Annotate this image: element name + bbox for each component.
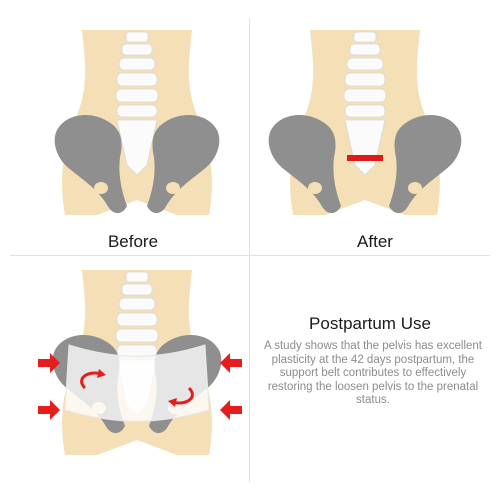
info-title: Postpartum Use <box>309 314 431 333</box>
support-belt <box>64 344 210 422</box>
postpartum-illustration <box>52 270 222 455</box>
info-body: A study shows that the pelvis has excell… <box>264 340 482 407</box>
compression-arrow-icon <box>38 353 242 420</box>
pelvis-gap-indicator <box>347 155 383 161</box>
horizontal-divider <box>10 255 490 256</box>
caption-before: Before <box>107 232 159 251</box>
after-illustration <box>268 30 462 215</box>
before-illustration <box>54 30 220 215</box>
caption-after: After <box>357 232 393 251</box>
vertical-divider <box>249 18 250 482</box>
